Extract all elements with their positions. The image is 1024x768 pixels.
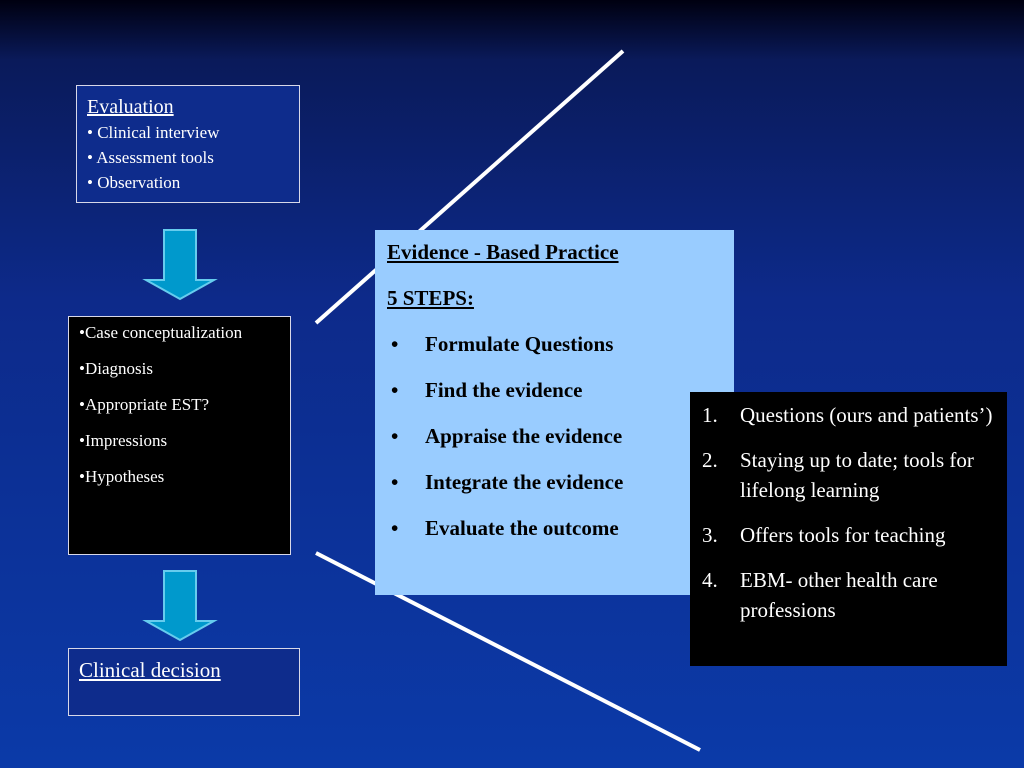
down-arrow-icon [142,229,218,301]
list-number: 1. [702,403,718,427]
ebp-step: • Integrate the evidence [387,470,722,494]
reasons-list-item: 3. Offers tools for teaching [702,520,997,550]
ebp-step-label: Find the evidence [425,378,583,402]
conceptualization-item: •Hypotheses [79,467,165,486]
list-item-text: Staying up to date; tools for lifelong l… [740,448,974,502]
evaluation-box: Evaluation • Clinical interview • Assess… [76,85,300,203]
bullet-icon: • [391,332,399,356]
evaluation-item: • Clinical interview [87,123,220,142]
bullet-icon: • [391,378,399,402]
bullet-icon: • [391,516,399,540]
evaluation-item: • Observation [87,173,181,192]
list-item-text: Offers tools for teaching [740,523,946,547]
clinical-decision-title: Clinical decision [79,658,221,682]
ebp-step-label: Integrate the evidence [425,470,624,494]
ebp-step: • Appraise the evidence [387,424,722,448]
ebp-step: • Find the evidence [387,378,722,402]
list-number: 4. [702,568,718,592]
ebp-step-label: Appraise the evidence [425,424,623,448]
conceptualization-item: •Case conceptualization [79,323,243,342]
ebp-title: Evidence - Based Practice [387,240,619,264]
reasons-list-box: 1. Questions (ours and patients’) 2. Stayi… [690,392,1007,666]
evaluation-item: • Assessment tools [87,148,214,167]
conceptualization-item: •Impressions [79,431,168,450]
reasons-list-item: 1. Questions (ours and patients’) [702,400,997,430]
list-number: 2. [702,448,718,472]
reasons-list-item: 2. Staying up to date; tools for lifelong… [702,445,997,505]
ebp-step-label: Evaluate the outcome [425,516,619,540]
ebp-step: • Evaluate the outcome [387,516,722,540]
ebp-subtitle: 5 STEPS: [387,286,474,310]
clinical-decision-box: Clinical decision [68,648,300,716]
down-arrow-icon [142,570,218,642]
conceptualization-item: •Appropriate EST? [79,395,210,414]
ebp-step: • Formulate Questions [387,332,722,356]
evidence-based-practice-box: Evidence - Based Practice 5 STEPS: • Form… [375,230,734,595]
conceptualization-box: •Case conceptualization •Diagnosis •Appr… [68,316,291,555]
list-number: 3. [702,523,718,547]
bullet-icon: • [391,470,399,494]
reasons-list-item: 4. EBM- other health care professions [702,565,997,625]
evaluation-title: Evaluation [87,96,174,118]
list-item-text: EBM- other health care professions [740,568,938,622]
ebp-step-label: Formulate Questions [425,332,614,356]
bullet-icon: • [391,424,399,448]
list-item-text: Questions (ours and patients’) [740,403,993,427]
conceptualization-item: •Diagnosis [79,359,153,378]
